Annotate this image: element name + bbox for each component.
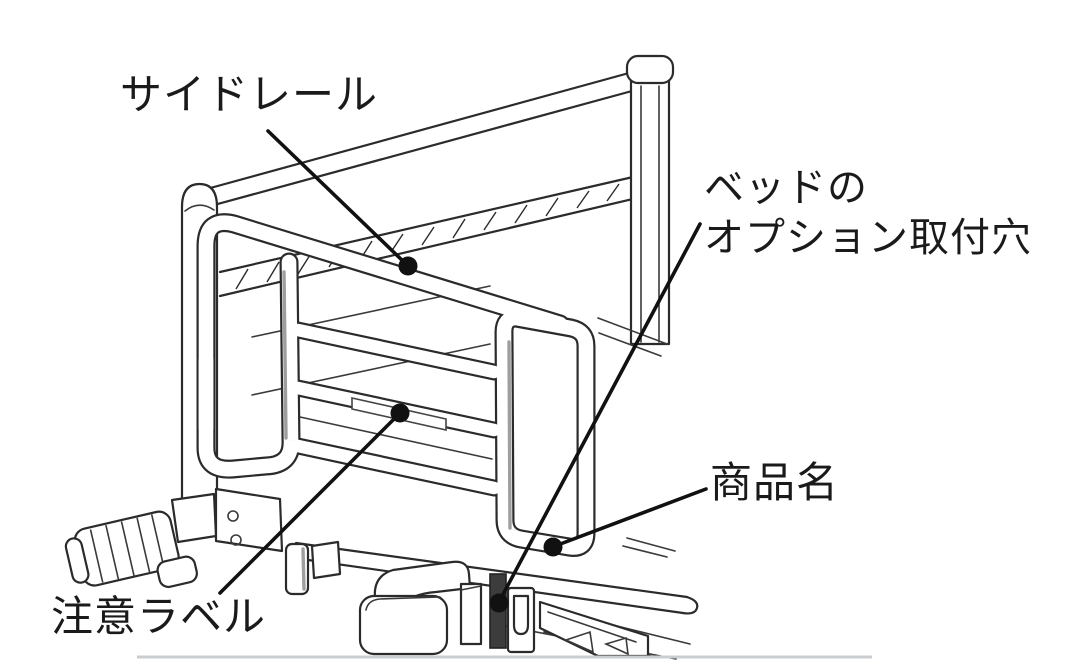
product-name-anchor-dot <box>543 537 563 557</box>
bed-option-hole-anchor-dot <box>489 593 509 613</box>
side-rail-leader-line <box>266 129 408 266</box>
bed-option-hole-label-line2: オプション取付穴 <box>704 215 1032 261</box>
side-rail-label: サイドレール <box>120 70 379 119</box>
bed-option-hole-label-line1: ベッドの <box>704 165 868 211</box>
bed-frame <box>64 54 699 660</box>
mount-post <box>284 540 342 596</box>
caution-label-anchor-dot <box>390 403 410 423</box>
option-hole-slot <box>506 586 536 654</box>
caution-label-label: 注意ラベル <box>51 592 267 641</box>
bed-platform-edge-right <box>597 317 668 357</box>
side-rail-anchor-dot <box>398 256 418 276</box>
product-name-label: 商品名 <box>710 458 840 507</box>
mounting-plate <box>214 487 284 553</box>
callouts <box>218 129 708 613</box>
bed-option-hole-leader-line <box>497 222 702 604</box>
mount-bracket-block <box>358 594 449 656</box>
mount-bracket <box>358 560 650 658</box>
clamp-knob <box>64 492 218 589</box>
bed-option-hole-label: ベッドの オプション取付穴 <box>704 168 1032 258</box>
product-name-leader-line <box>553 487 708 548</box>
bed-corner-post-right <box>625 54 675 346</box>
side-rail-left-loop <box>206 262 291 469</box>
caution-label-leader-line <box>218 411 402 595</box>
bracket-bar <box>459 582 483 646</box>
bed-frame-top-rail <box>201 71 634 210</box>
